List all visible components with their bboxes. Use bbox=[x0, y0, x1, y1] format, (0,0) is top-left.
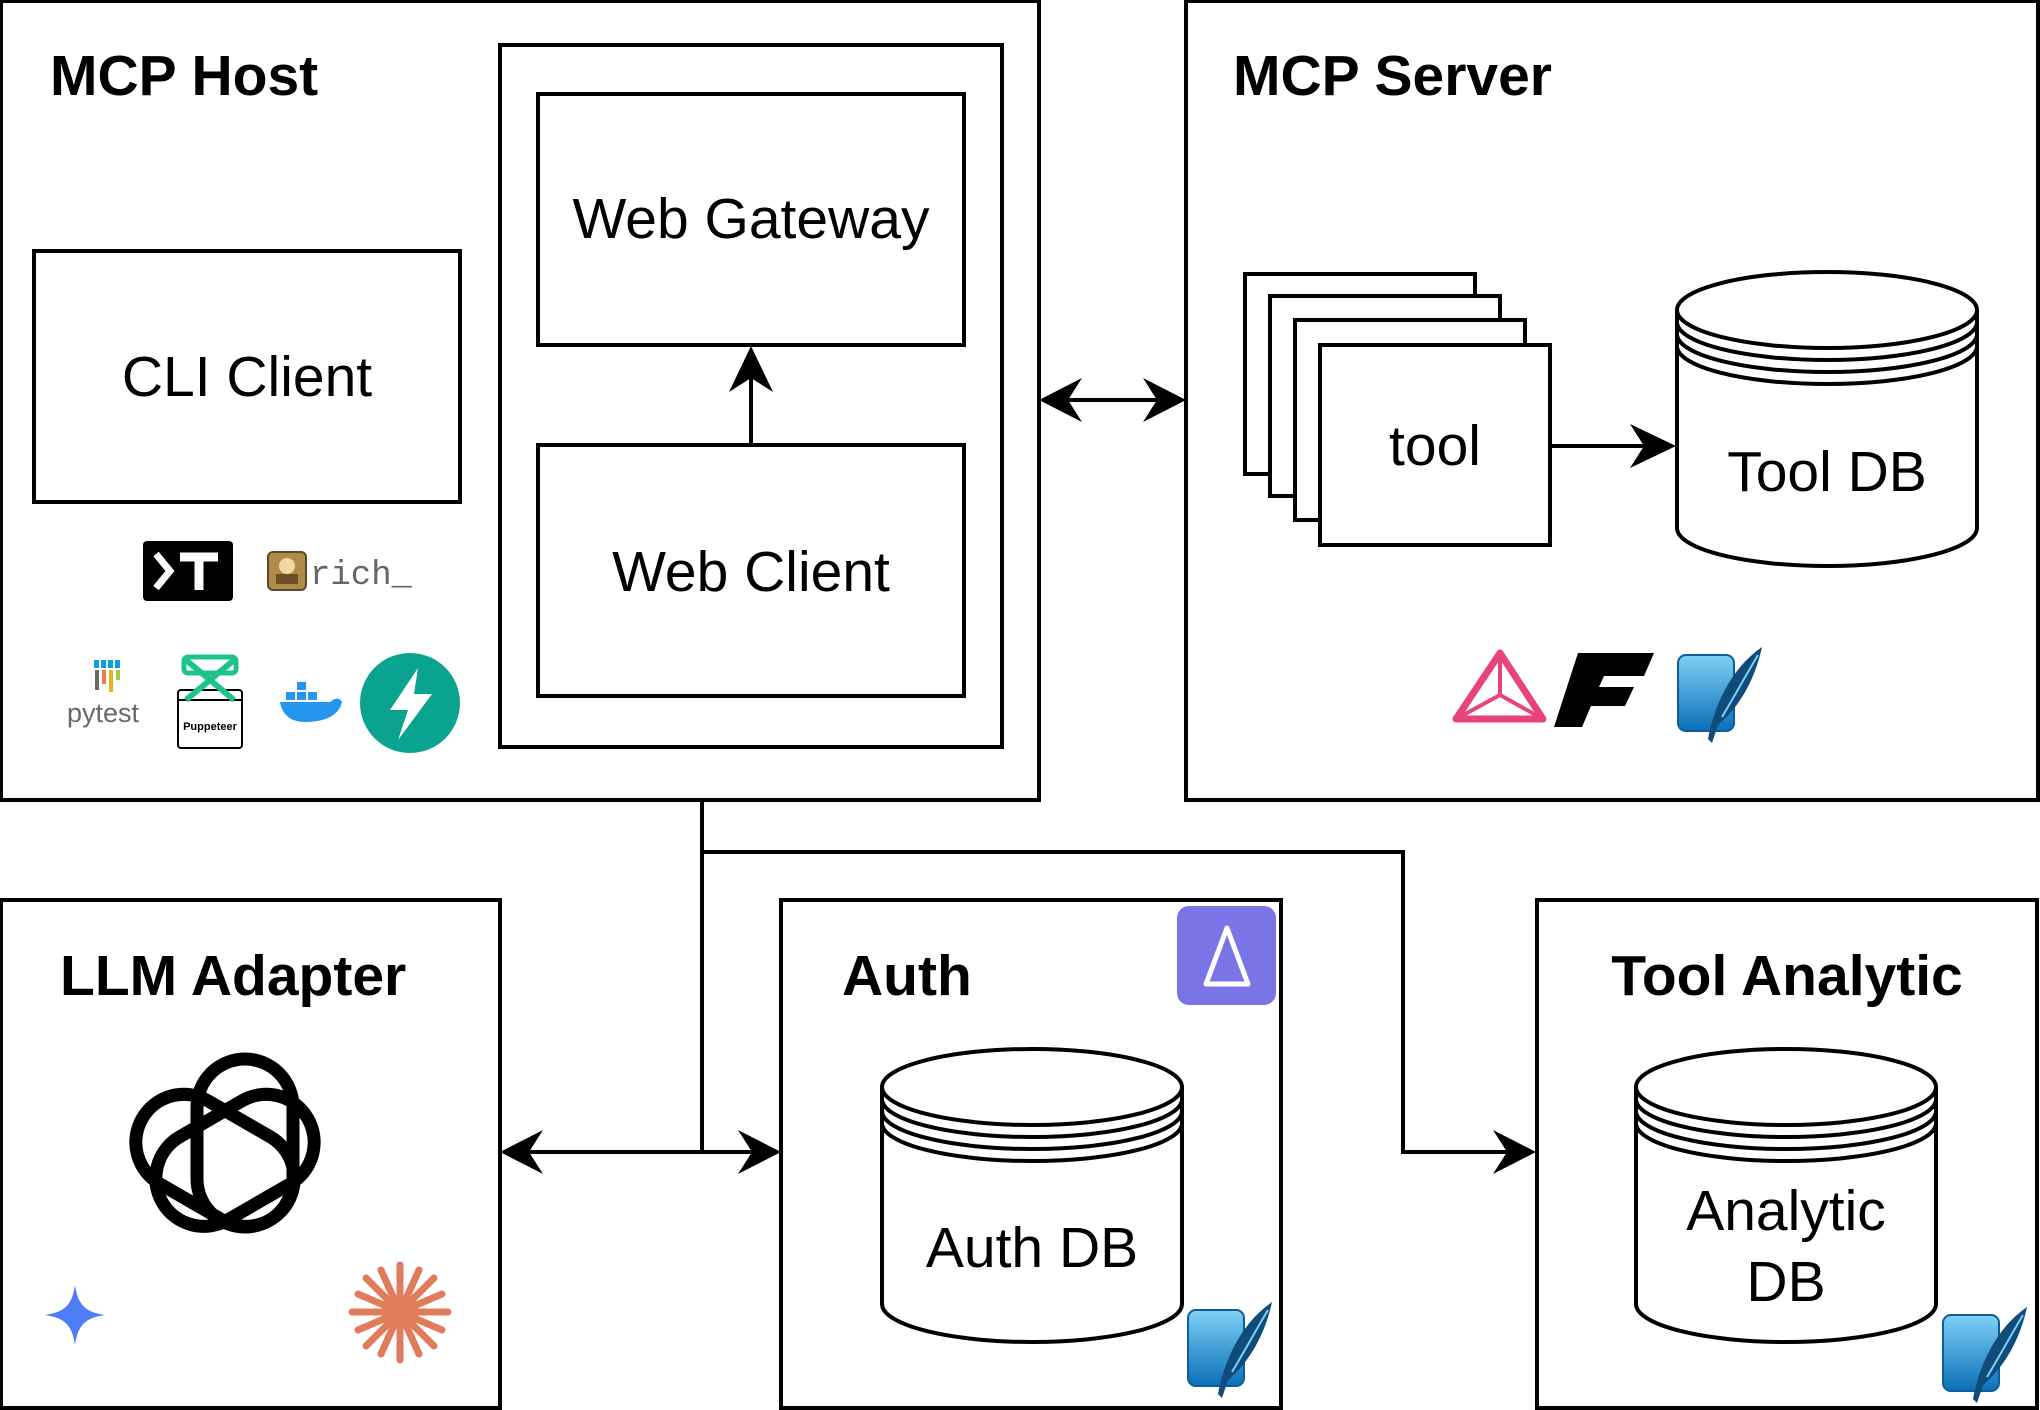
auth-panel: Auth Auth DB bbox=[779, 898, 1283, 1410]
web-client-box bbox=[536, 443, 966, 698]
arrowhead-to-analytic bbox=[1493, 1130, 1536, 1174]
connectors bbox=[500, 378, 1536, 1174]
fastapi-logo bbox=[360, 653, 460, 753]
auth-db-label: Auth DB bbox=[926, 1216, 1138, 1280]
analytic-link bbox=[702, 850, 1520, 1154]
pytest-logo: pytest bbox=[67, 660, 140, 728]
mcp-host-panel: MCP Host CLI Client Web Gateway Web Clie… bbox=[0, 0, 1041, 802]
cli-client-box bbox=[32, 249, 462, 504]
web-client-label: Web Client bbox=[612, 540, 890, 604]
auth-title: Auth bbox=[842, 944, 972, 1008]
arrowhead-to-llm bbox=[500, 1130, 543, 1174]
tool-db-cylinder bbox=[1675, 270, 1979, 568]
analytic-db-label-line2: DB bbox=[1746, 1250, 1825, 1314]
fastmcp-logo bbox=[1554, 653, 1654, 727]
puppeteer-logo-text: Puppeteer bbox=[183, 721, 238, 733]
analytic-db-label-line1: Analytic bbox=[1686, 1179, 1886, 1243]
tool-analytic-title: Tool Analytic bbox=[1611, 944, 1963, 1008]
web-gateway-box bbox=[536, 92, 966, 347]
llm-adapter-box bbox=[0, 898, 502, 1410]
tool-db-label: Tool DB bbox=[1727, 440, 1927, 504]
llm-adapter-panel: LLM Adapter bbox=[0, 898, 502, 1410]
arrowhead-to-gateway bbox=[729, 346, 773, 392]
prisma-logo bbox=[1452, 649, 1547, 723]
tool-box bbox=[1318, 343, 1552, 547]
auth-delta-logo bbox=[1177, 906, 1276, 1005]
cli-client-label: CLI Client bbox=[122, 345, 372, 409]
mcp-host-title: MCP Host bbox=[50, 44, 318, 108]
auth-db-cylinder bbox=[880, 1047, 1184, 1344]
analytic-db-cylinder bbox=[1634, 1047, 1938, 1344]
rich-logo-text: rich_ bbox=[310, 557, 413, 595]
mcp-server-panel: MCP Server tool Tool DB bbox=[1184, 0, 2040, 802]
openai-logo bbox=[129, 1052, 321, 1234]
arrowhead-to-tool-db bbox=[1630, 424, 1676, 468]
pytest-logo-text: pytest bbox=[67, 698, 140, 728]
rich-logo: rich_ bbox=[267, 551, 413, 595]
tool-analytic-panel: Tool Analytic Analytic DB bbox=[1535, 898, 2039, 1410]
textual-logo bbox=[143, 541, 233, 601]
arrowhead-right-server-link bbox=[1143, 378, 1186, 422]
llm-adapter-title: LLM Adapter bbox=[60, 944, 406, 1008]
docker-logo bbox=[280, 682, 342, 722]
arrowhead-to-auth bbox=[738, 1130, 781, 1174]
tool-label: tool bbox=[1389, 414, 1481, 478]
web-gateway-label: Web Gateway bbox=[573, 187, 930, 251]
gemini-logo bbox=[45, 1285, 105, 1345]
puppeteer-logo: Puppeteer bbox=[177, 654, 243, 749]
claude-logo bbox=[348, 1261, 452, 1364]
mcp-server-title: MCP Server bbox=[1233, 44, 1552, 108]
arrowhead-left-server-link bbox=[1039, 378, 1082, 422]
